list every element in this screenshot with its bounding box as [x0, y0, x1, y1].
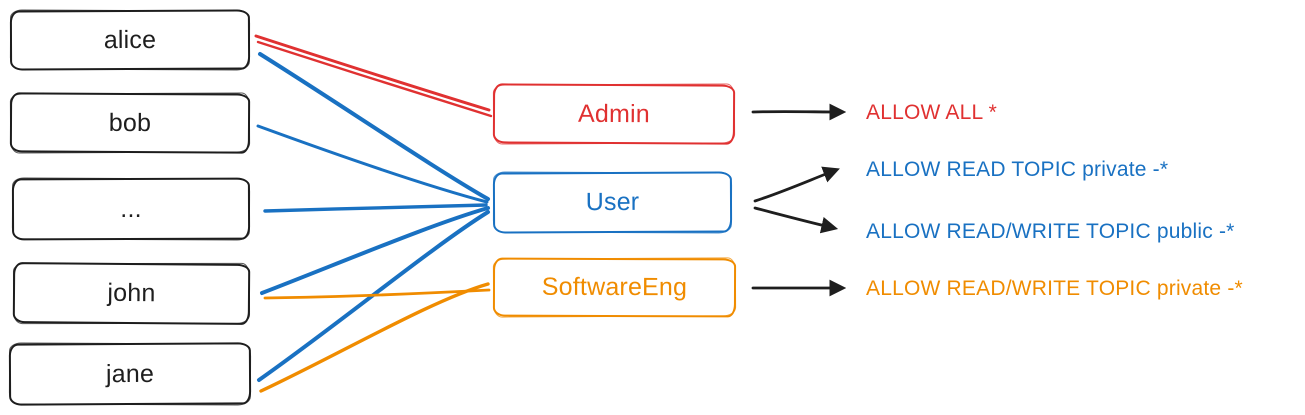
user-label-ellipsis: ... — [120, 194, 142, 223]
user-box-alice: alice — [9, 9, 251, 71]
role-label-softwareeng: SoftwareEng — [541, 272, 688, 302]
user-label-alice: alice — [103, 25, 157, 54]
permission-read-topic-private: ALLOW READ TOPIC private -* — [866, 158, 1169, 181]
role-box-admin: Admin — [492, 83, 736, 145]
user-box-john: john — [12, 262, 251, 325]
role-box-user: User — [492, 171, 733, 234]
user-label-bob: bob — [108, 108, 152, 137]
permission-readwrite-topic-public: ALLOW READ/WRITE TOPIC public -* — [866, 220, 1235, 243]
edge-jane-user — [257, 210, 490, 382]
edge-alice-user — [258, 52, 490, 201]
permission-allow-all: ALLOW ALL * — [866, 101, 997, 124]
arrow-user-read-private — [753, 166, 840, 203]
role-label-user: User — [585, 187, 640, 217]
user-box-ellipsis: ... — [11, 177, 251, 241]
user-label-john: john — [107, 278, 156, 308]
user-box-jane: jane — [8, 342, 252, 406]
edge-dots-user — [263, 203, 488, 213]
edge-jane-softwareeng — [259, 282, 490, 393]
permission-readwrite-topic-private: ALLOW READ/WRITE TOPIC private -* — [866, 277, 1243, 300]
role-box-softwareeng: SoftwareEng — [492, 257, 737, 318]
edge-john-user — [260, 206, 490, 295]
role-label-admin: Admin — [577, 99, 651, 128]
edge-alice-admin — [254, 34, 493, 118]
edge-bob-user — [256, 124, 489, 204]
arrow-user-readwrite-public — [753, 206, 839, 234]
user-box-bob: bob — [9, 92, 251, 154]
user-label-jane: jane — [105, 359, 155, 388]
